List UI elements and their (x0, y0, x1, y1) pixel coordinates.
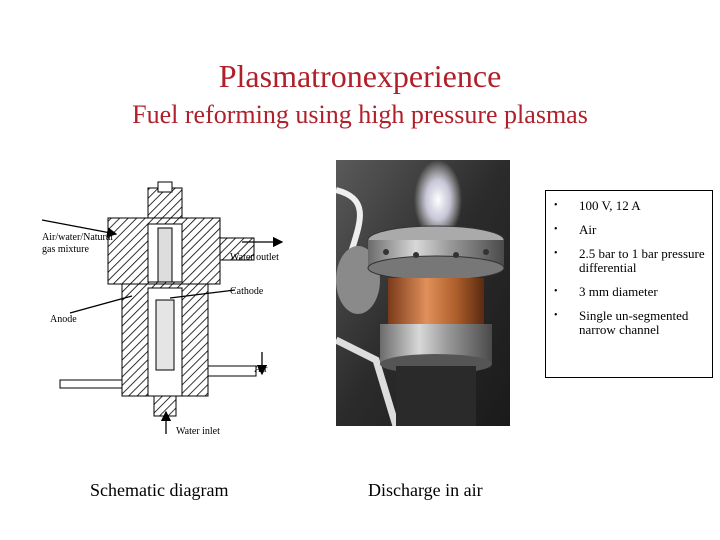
spec-item: •2.5 bar to 1 bar pressure differential (554, 246, 705, 275)
label-anode: Anode (50, 314, 77, 325)
specs-list: •100 V, 12 A •Air •2.5 bar to 1 bar pres… (546, 191, 712, 337)
inlet-arrow (41, 219, 118, 238)
label-inlet-line2: gas mixture (42, 244, 89, 255)
bullet: • (554, 286, 558, 297)
slide-subtitle: Fuel reforming using high pressure plasm… (132, 100, 588, 129)
schematic-diagram: Air/water/Natural gas mixture Water outl… (41, 181, 284, 437)
photo-caption: Discharge in air (368, 480, 483, 500)
label-inlet-line1: Air/water/Natural (42, 232, 113, 243)
schematic-caption: Schematic diagram (90, 480, 229, 500)
specs-box: •100 V, 12 A •Air •2.5 bar to 1 bar pres… (545, 190, 713, 378)
spec-item: •100 V, 12 A (554, 198, 641, 213)
label-air: Air (254, 364, 268, 375)
label-cathode: Cathode (230, 286, 264, 297)
bullet: • (554, 224, 558, 235)
cathode-pointer (169, 289, 236, 299)
spec-item: •Air (554, 222, 597, 237)
spec-item: •Single un-segmented narrow channel (554, 308, 689, 337)
bullet: • (554, 200, 558, 211)
label-water-outlet: Water outlet (230, 252, 279, 263)
discharge-photo (336, 160, 510, 426)
bullet: • (554, 248, 558, 259)
label-water-inlet: Water inlet (176, 426, 220, 437)
anode-pointer (69, 295, 133, 314)
top-fitting (147, 187, 183, 221)
spec-item: •3 mm diameter (554, 284, 658, 299)
slide-title: Plasmatronexperience (218, 58, 502, 94)
bullet: • (554, 310, 558, 321)
